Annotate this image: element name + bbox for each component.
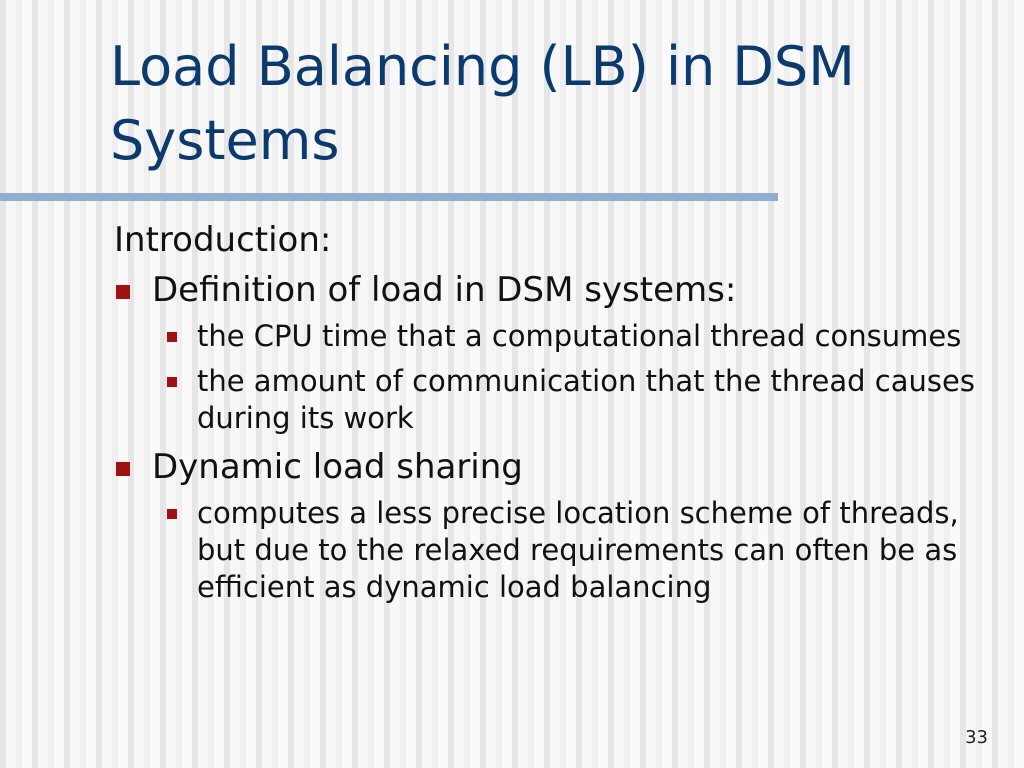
bullet-text: Definition of load in DSM systems: xyxy=(152,270,737,310)
page-number: 33 xyxy=(965,727,988,748)
bullet-text: Dynamic load sharing xyxy=(152,447,523,487)
sub-bullet-text: the amount of communication that the thr… xyxy=(197,364,975,435)
sub-bullet-location-scheme: computes a less precise location scheme … xyxy=(114,495,1004,606)
square-bullet-icon xyxy=(116,285,130,299)
sub-bullet-cpu-time: the CPU time that a computational thread… xyxy=(114,318,1004,355)
bullet-definition-of-load: Definition of load in DSM systems: xyxy=(114,268,1004,312)
sub-bullet-text: the CPU time that a computational thread… xyxy=(197,319,962,353)
sub-bullet-list: computes a less precise location scheme … xyxy=(114,495,1004,606)
sub-bullet-text: computes a less precise location scheme … xyxy=(197,496,959,604)
bullet-dynamic-load-sharing: Dynamic load sharing xyxy=(114,445,1004,489)
square-bullet-icon xyxy=(167,377,177,387)
sub-bullet-list: the CPU time that a computational thread… xyxy=(114,318,1004,437)
title-divider xyxy=(0,193,778,201)
sub-bullet-communication: the amount of communication that the thr… xyxy=(114,363,1004,437)
intro-text: Introduction: xyxy=(114,220,332,260)
slide-title: Load Balancing (LB) in DSM Systems xyxy=(110,35,855,172)
square-bullet-icon xyxy=(167,332,177,342)
square-bullet-icon xyxy=(116,462,130,476)
slide-body: Introduction: Definition of load in DSM … xyxy=(114,218,1004,614)
square-bullet-icon xyxy=(167,509,177,519)
